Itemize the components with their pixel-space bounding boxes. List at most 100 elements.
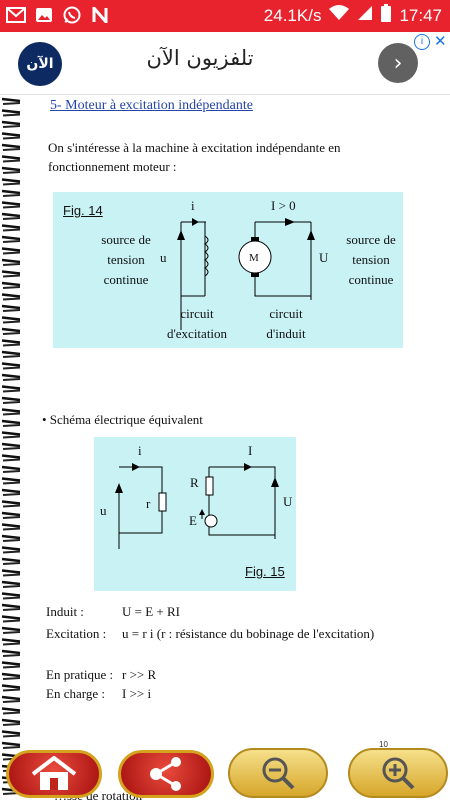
fig14-voltage-U: U (319, 250, 329, 265)
spiral-ring (1, 327, 21, 335)
spiral-ring (1, 132, 21, 140)
text-line: tension (352, 252, 390, 267)
fig14-current-I: I > 0 (271, 198, 296, 213)
figure-14-circuit (177, 218, 315, 330)
spiral-ring (1, 431, 21, 439)
spiral-ring (1, 212, 21, 220)
equation-induit-label: Induit : (46, 604, 84, 619)
spiral-ring (1, 557, 21, 565)
page-number: 10 (379, 740, 388, 749)
fig15-caption: Fig. 15 (245, 564, 285, 579)
fig14-excitation-label: circuit d'excitation (157, 304, 237, 344)
spiral-ring (1, 626, 21, 634)
spiral-ring (1, 454, 21, 462)
zoom-in-icon (382, 757, 415, 790)
bullet-schema: • Schéma électrique équivalent (42, 412, 203, 427)
text-line: d'induit (266, 326, 306, 341)
ad-logo[interactable]: الآن (18, 42, 62, 86)
spiral-ring (1, 603, 21, 611)
spiral-ring (1, 373, 21, 381)
spiral-ring (1, 741, 21, 749)
home-button[interactable] (6, 750, 102, 798)
zoom-out-icon (262, 757, 295, 790)
spiral-binding (0, 94, 24, 800)
spiral-ring (1, 523, 21, 531)
spiral-ring (1, 339, 21, 347)
spiral-ring (1, 270, 21, 278)
spiral-ring (1, 534, 21, 542)
condition-pratique-label: En pratique : (46, 667, 114, 682)
spiral-ring (1, 488, 21, 496)
ad-banner[interactable]: الآن تلفزيون الآن › i ✕ (0, 32, 450, 95)
spiral-ring (1, 511, 21, 519)
chevron-right-icon: › (393, 50, 403, 76)
condition-charge-label: En charge : (46, 686, 105, 701)
document-page[interactable]: 5- Moteur à excitation indépendante On s… (26, 94, 450, 803)
fig14-caption: Fig. 14 (63, 203, 103, 218)
spiral-ring (1, 304, 21, 312)
spiral-ring (1, 684, 21, 692)
notification-icons (6, 5, 110, 25)
share-icon (150, 757, 181, 791)
text-line: tension (107, 252, 145, 267)
bottom-toolbar (0, 744, 450, 800)
spiral-ring (1, 580, 21, 588)
spiral-ring (1, 316, 21, 324)
spiral-ring (1, 293, 21, 301)
text-line: circuit (269, 306, 303, 321)
equation-excitation-value: u = r i (r : résistance du bobinage de l… (122, 626, 375, 641)
zoom-out-button[interactable] (228, 748, 328, 798)
text-line: circuit (180, 306, 214, 321)
fig14-right-source: source de tension continue (336, 230, 406, 290)
spiral-ring (1, 385, 21, 393)
spiral-ring (1, 178, 21, 186)
figure-15-circuit (115, 463, 279, 549)
equation-induit-value: U = E + RI (122, 604, 180, 619)
spiral-ring (1, 235, 21, 243)
spiral-ring (1, 569, 21, 577)
spiral-ring (1, 408, 21, 416)
image-icon (34, 5, 54, 25)
fig14-left-source: source de tension continue (91, 230, 161, 290)
equation-excitation-label: Excitation : (46, 626, 107, 641)
spiral-ring (1, 120, 21, 128)
fig15-resistance-r: r (146, 496, 151, 511)
fig15-voltage-U: U (283, 494, 293, 509)
spiral-ring (1, 97, 21, 105)
fig15-current-i: i (138, 443, 142, 458)
figure-15: i I u r R E U Fig. 15 (94, 437, 296, 591)
ad-info-icon[interactable]: i (414, 34, 430, 50)
spiral-ring (1, 362, 21, 370)
zoom-in-button[interactable] (348, 748, 448, 798)
spiral-ring (1, 592, 21, 600)
spiral-ring (1, 465, 21, 473)
spiral-ring (1, 166, 21, 174)
ad-title[interactable]: تلفزيون الآن (146, 46, 254, 70)
ad-close-icon[interactable]: ✕ (434, 33, 447, 50)
spiral-ring (1, 477, 21, 485)
condition-pratique-value: r >> R (122, 667, 157, 682)
text-line: source de (101, 232, 151, 247)
home-icon (31, 756, 77, 790)
spiral-rings (1, 97, 21, 795)
spiral-ring (1, 281, 21, 289)
spiral-ring (1, 638, 21, 646)
text-line: d'excitation (166, 326, 228, 341)
intro-paragraph: On s'intéresse à la machine à excitation… (48, 140, 341, 174)
fig14-voltage-u: u (160, 250, 167, 265)
spiral-ring (1, 649, 21, 657)
fig15-resistance-R: R (190, 475, 199, 490)
share-button[interactable] (118, 750, 214, 798)
ad-next-button[interactable]: › (378, 43, 418, 83)
spiral-ring (1, 419, 21, 427)
whatsapp-icon (62, 5, 82, 25)
signal-icon (357, 5, 373, 26)
spiral-ring (1, 350, 21, 358)
spiral-ring (1, 396, 21, 404)
spiral-ring (1, 189, 21, 197)
system-status: 24.1K/s 17:47 (264, 4, 442, 27)
fig14-current-i: i (191, 198, 195, 213)
spiral-ring (1, 672, 21, 680)
wifi-icon (329, 5, 350, 26)
spiral-ring (1, 718, 21, 726)
